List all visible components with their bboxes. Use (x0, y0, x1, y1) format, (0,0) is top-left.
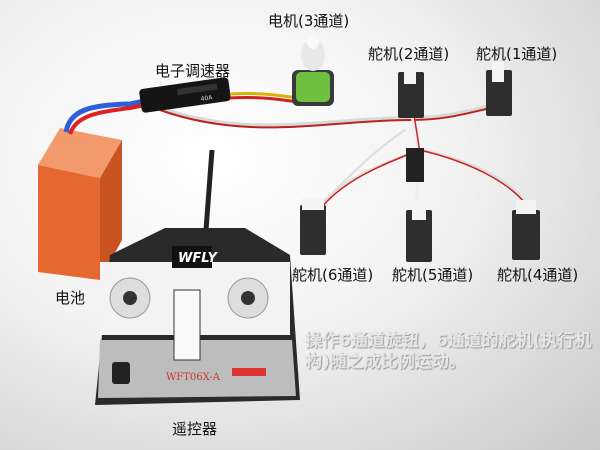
label-motor: 电机(3通道) (268, 12, 350, 30)
servo-1 (486, 62, 512, 116)
label-servo-2: 舵机(2通道) (368, 45, 450, 63)
label-servo-6: 舵机(6通道) (292, 266, 374, 284)
antenna (203, 149, 215, 231)
wires (159, 99, 530, 221)
instruction-note: 操作6通道旋钮，6通道的舵机(执行机构)随之成比例运动。 (305, 331, 592, 372)
label-servo-5: 舵机(5通道) (392, 266, 474, 284)
center-panel (173, 289, 201, 361)
motor (292, 35, 334, 106)
battery (38, 96, 164, 280)
dip-switches (232, 368, 266, 376)
label-battery: 电池 (55, 289, 86, 307)
receiver (406, 148, 424, 182)
servo-6 (300, 198, 326, 255)
label-transmitter: 遥控器 (172, 420, 218, 438)
label-servo-4: 舵机(4通道) (497, 266, 579, 284)
esc-rating: 40A (200, 94, 213, 103)
servo-5 (406, 200, 432, 262)
right-stick (227, 277, 269, 319)
label-servo-1: 舵机(1通道) (476, 45, 558, 63)
transmitter-model: WFT06X-A (166, 372, 221, 383)
esc: 40A (139, 77, 231, 113)
label-esc: 电子调速器 (155, 62, 231, 80)
power-switch (112, 362, 130, 384)
servo-2 (398, 64, 424, 118)
servo-4 (512, 200, 540, 260)
transmitter: WFLY WFT06X-A (95, 149, 300, 405)
left-stick (109, 277, 151, 319)
transmitter-brand: WFLY (178, 251, 218, 266)
